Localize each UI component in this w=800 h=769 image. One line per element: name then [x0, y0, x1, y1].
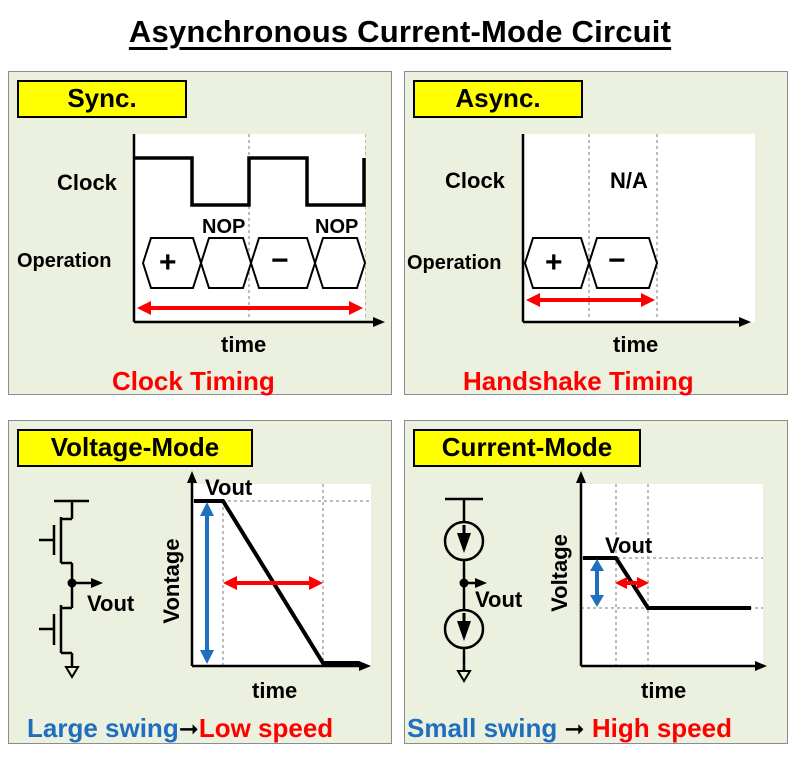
page-title: Asynchronous Current-Mode Circuit — [128, 14, 672, 49]
current-mode-tag: Current-Mode — [413, 429, 641, 467]
current-mode-ground-symbol — [456, 670, 472, 683]
vm-vout-plot-label: Vout — [205, 475, 253, 500]
sync-panel: Sync. Clock NOP NOP Operation + − time C… — [8, 71, 392, 396]
vm-x-axis-arrowhead — [359, 661, 371, 671]
vm-y-axis-arrowhead — [187, 471, 197, 483]
voltage-mode-transistor-circuit — [39, 499, 93, 667]
async-operation-label: Operation — [407, 252, 502, 274]
sync-operation-label: Operation — [17, 250, 112, 272]
voltage-mode-tag: Voltage-Mode — [17, 429, 253, 467]
async-clock-label: Clock — [445, 168, 505, 193]
async-op-plus: + — [545, 246, 563, 279]
vm-time-label: time — [252, 678, 298, 703]
current-mode-plot-area — [581, 484, 763, 666]
sync-op-hex-nop2 — [313, 237, 367, 289]
sync-nop2-label: NOP — [315, 216, 359, 238]
sync-time-label: time — [221, 332, 267, 357]
current-mode-panel: Voltage Current-Mode Vout Vout time Smal… — [404, 420, 788, 744]
async-op-minus: − — [608, 244, 626, 277]
cm-caption: Small swing ➞ High speed — [407, 713, 732, 744]
voltage-mode-ground-symbol — [64, 666, 80, 679]
cm-y-axis-arrowhead — [576, 471, 586, 483]
sync-x-axis-arrowhead — [373, 317, 385, 327]
async-caption: Handshake Timing — [463, 366, 694, 396]
voltage-mode-output-node — [67, 578, 77, 588]
async-time-label: time — [613, 332, 659, 357]
cm-caption-arrow-icon: ➞ — [564, 715, 585, 743]
async-plot-area — [523, 134, 755, 322]
async-op-hex-minus — [587, 237, 659, 289]
current-source-arrow-icon — [457, 621, 471, 641]
sync-timing-diagram — [132, 134, 385, 327]
cm-time-label: time — [641, 678, 687, 703]
async-panel: Async. Clock N/A Operation + − time Hand… — [404, 71, 788, 396]
async-tag: Async. — [413, 80, 583, 118]
async-x-axis-arrowhead — [739, 317, 751, 327]
cm-caption-speed: High speed — [591, 713, 732, 743]
sync-op-hex-nop1 — [199, 237, 253, 289]
sync-nop1-label: NOP — [202, 216, 246, 238]
current-mode-output-node — [459, 578, 469, 588]
voltage-mode-panel: Vontage Voltage-Mode Vout Vout time Larg… — [8, 420, 392, 744]
vm-y-axis-label: Vontage — [159, 538, 184, 623]
vm-caption-swing: Large swing — [27, 713, 179, 743]
cm-y-axis-label: Voltage — [547, 534, 572, 612]
voltage-mode-output-arrowhead — [91, 578, 103, 588]
cm-caption-swing: Small swing — [407, 713, 558, 743]
async-na-label: N/A — [610, 168, 648, 193]
cm-x-axis-arrowhead — [755, 661, 767, 671]
sync-caption: Clock Timing — [112, 366, 275, 396]
sync-clock-waveform — [134, 156, 366, 207]
sync-clock-label: Clock — [57, 170, 117, 195]
current-mode-diagram: Voltage — [443, 471, 767, 683]
current-mode-output-arrowhead — [475, 578, 487, 588]
voltage-mode-diagram: Vontage — [39, 471, 371, 679]
sync-tag: Sync. — [17, 80, 187, 118]
async-timing-diagram — [521, 134, 755, 327]
current-source-arrow-icon — [457, 533, 471, 553]
vm-caption-speed: Low speed — [198, 713, 334, 743]
sync-op-plus: + — [159, 246, 177, 279]
cm-vout-plot-label: Vout — [605, 533, 653, 558]
sync-op-minus: − — [271, 244, 289, 277]
cm-vout-circuit-label: Vout — [475, 587, 523, 612]
vm-vout-circuit-label: Vout — [87, 591, 135, 616]
vm-caption: Large swing➞Low speed — [27, 713, 333, 744]
vm-caption-arrow-icon: ➞ — [178, 715, 199, 743]
voltage-mode-plot-area — [192, 484, 371, 666]
